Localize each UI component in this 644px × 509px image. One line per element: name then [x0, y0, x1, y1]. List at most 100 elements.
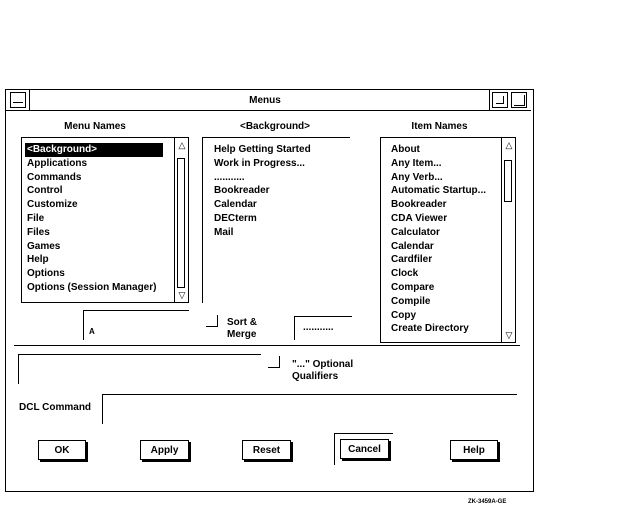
- minus-icon: [13, 102, 23, 103]
- item-name-item-label: Any Item...: [391, 157, 442, 169]
- menu-name-field[interactable]: A: [83, 310, 189, 340]
- menu-name-item-label: Help: [27, 254, 49, 266]
- background-item[interactable]: Bookreader: [214, 184, 311, 198]
- menu-name-item[interactable]: Help: [27, 253, 163, 267]
- apply-button[interactable]: Apply: [140, 440, 189, 460]
- separator-field-value: ...........: [303, 322, 334, 333]
- help-button[interactable]: Help: [450, 440, 498, 460]
- menu-name-item[interactable]: Options (Session Manager): [27, 281, 163, 295]
- background-item[interactable]: ...........: [214, 171, 311, 185]
- menu-names-header: Menu Names: [64, 121, 126, 132]
- menu-name-item-label: Options: [27, 268, 65, 280]
- background-item-label: DECterm: [214, 212, 257, 224]
- ok-button[interactable]: OK: [38, 440, 86, 460]
- menu-name-item-label: Customize: [27, 199, 78, 211]
- background-item-label: ...........: [214, 171, 245, 183]
- scroll-up-arrow-icon[interactable]: △: [505, 140, 513, 150]
- menu-name-item[interactable]: Options: [27, 267, 163, 281]
- default-button-frame: [334, 433, 393, 465]
- menu-name-item[interactable]: Games: [27, 240, 163, 254]
- title-divider: [489, 90, 490, 110]
- item-name-item-label: Automatic Startup...: [391, 185, 487, 197]
- menu-name-item-label: Files: [27, 226, 50, 238]
- item-name-item-label: Cardfiler: [391, 254, 433, 266]
- maximize-button[interactable]: [511, 92, 527, 108]
- background-item[interactable]: Help Getting Started: [214, 143, 311, 157]
- reset-button[interactable]: Reset: [242, 440, 291, 460]
- minimize-icon: [496, 96, 504, 104]
- maximize-icon: [514, 95, 525, 106]
- minimize-button[interactable]: [492, 92, 508, 108]
- menu-name-item[interactable]: File: [27, 212, 163, 226]
- menu-name-item[interactable]: Files: [27, 226, 163, 240]
- background-item-label: Mail: [214, 226, 234, 238]
- background-item[interactable]: Calendar: [214, 198, 311, 212]
- menu-name-item[interactable]: <Background>: [25, 143, 163, 157]
- dcl-command-label: DCL Command: [19, 402, 92, 413]
- item-name-item[interactable]: Copy: [391, 309, 486, 323]
- title-divider: [29, 90, 30, 110]
- item-name-item-label: Compile: [391, 295, 431, 307]
- qualifiers-field[interactable]: [18, 354, 261, 384]
- item-names-scrollbar[interactable]: △ ▽: [501, 137, 516, 343]
- item-name-item-label: CDA Viewer: [391, 212, 448, 224]
- window-menu-button[interactable]: [10, 92, 26, 108]
- menu-name-item-label: Applications: [27, 157, 88, 169]
- item-name-item[interactable]: About: [391, 143, 486, 157]
- item-name-item-label: Bookreader: [391, 199, 447, 211]
- scroll-thumb[interactable]: [504, 160, 512, 202]
- item-name-item[interactable]: Compare: [391, 281, 486, 295]
- figure-id: ZK-3459A-GE: [468, 499, 507, 505]
- background-item[interactable]: Mail: [214, 226, 311, 240]
- item-name-item-label: Calendar: [391, 240, 434, 252]
- background-item[interactable]: Work in Progress...: [214, 157, 311, 171]
- menu-name-item-label: <Background>: [25, 143, 163, 157]
- menu-name-item[interactable]: Commands: [27, 171, 163, 185]
- optional-qualifiers-checkbox[interactable]: [268, 356, 280, 368]
- menu-name-item-label: File: [27, 212, 45, 224]
- background-item-label: Bookreader: [214, 185, 270, 197]
- item-name-item-label: About: [391, 144, 420, 155]
- menu-name-item-label: Options (Session Manager): [27, 281, 157, 293]
- menu-name-item-label: Games: [27, 240, 61, 252]
- scroll-down-arrow-icon[interactable]: ▽: [178, 290, 186, 300]
- item-name-item[interactable]: Clock: [391, 267, 486, 281]
- cancel-button[interactable]: Cancel: [340, 439, 389, 459]
- item-name-item-label: Any Verb...: [391, 171, 443, 183]
- menu-name-item-label: Commands: [27, 171, 82, 183]
- item-name-item[interactable]: Cardfiler: [391, 253, 486, 267]
- item-name-item[interactable]: Create Directory: [391, 322, 486, 336]
- item-name-item-label: Create Directory: [391, 323, 469, 335]
- menu-name-item[interactable]: Control: [27, 184, 163, 198]
- item-name-item[interactable]: Compile: [391, 295, 486, 309]
- scroll-down-arrow-icon[interactable]: ▽: [505, 330, 513, 340]
- optional-qualifiers-label: "..." Optional Qualifiers: [292, 359, 354, 382]
- item-name-item[interactable]: Any Item...: [391, 157, 486, 171]
- background-item-label: Calendar: [214, 199, 257, 211]
- scroll-up-arrow-icon[interactable]: △: [178, 140, 186, 150]
- sort-merge-checkbox[interactable]: [206, 315, 218, 327]
- item-name-item-label: Calculator: [391, 226, 440, 238]
- item-name-item[interactable]: Any Verb...: [391, 171, 486, 185]
- menu-names-scrollbar[interactable]: △ ▽: [174, 137, 189, 303]
- sort-merge-label: Sort & Merge: [227, 317, 257, 340]
- item-name-item[interactable]: Bookreader: [391, 198, 486, 212]
- separator-field[interactable]: ...........: [294, 316, 352, 340]
- title-bar[interactable]: [6, 90, 531, 111]
- dcl-command-field[interactable]: [102, 394, 517, 424]
- item-name-item[interactable]: Calculator: [391, 226, 486, 240]
- item-name-item[interactable]: CDA Viewer: [391, 212, 486, 226]
- item-name-item-label: Compare: [391, 281, 435, 293]
- menu-name-item[interactable]: Applications: [27, 157, 163, 171]
- background-item-label: Work in Progress...: [214, 157, 305, 169]
- scroll-thumb[interactable]: [177, 158, 185, 288]
- window-title: Menus: [249, 95, 281, 106]
- background-item-label: Help Getting Started: [214, 144, 311, 155]
- item-name-item[interactable]: Calendar: [391, 240, 486, 254]
- background-item[interactable]: DECterm: [214, 212, 311, 226]
- item-name-item[interactable]: Automatic Startup...: [391, 184, 486, 198]
- menu-name-item[interactable]: Customize: [27, 198, 163, 212]
